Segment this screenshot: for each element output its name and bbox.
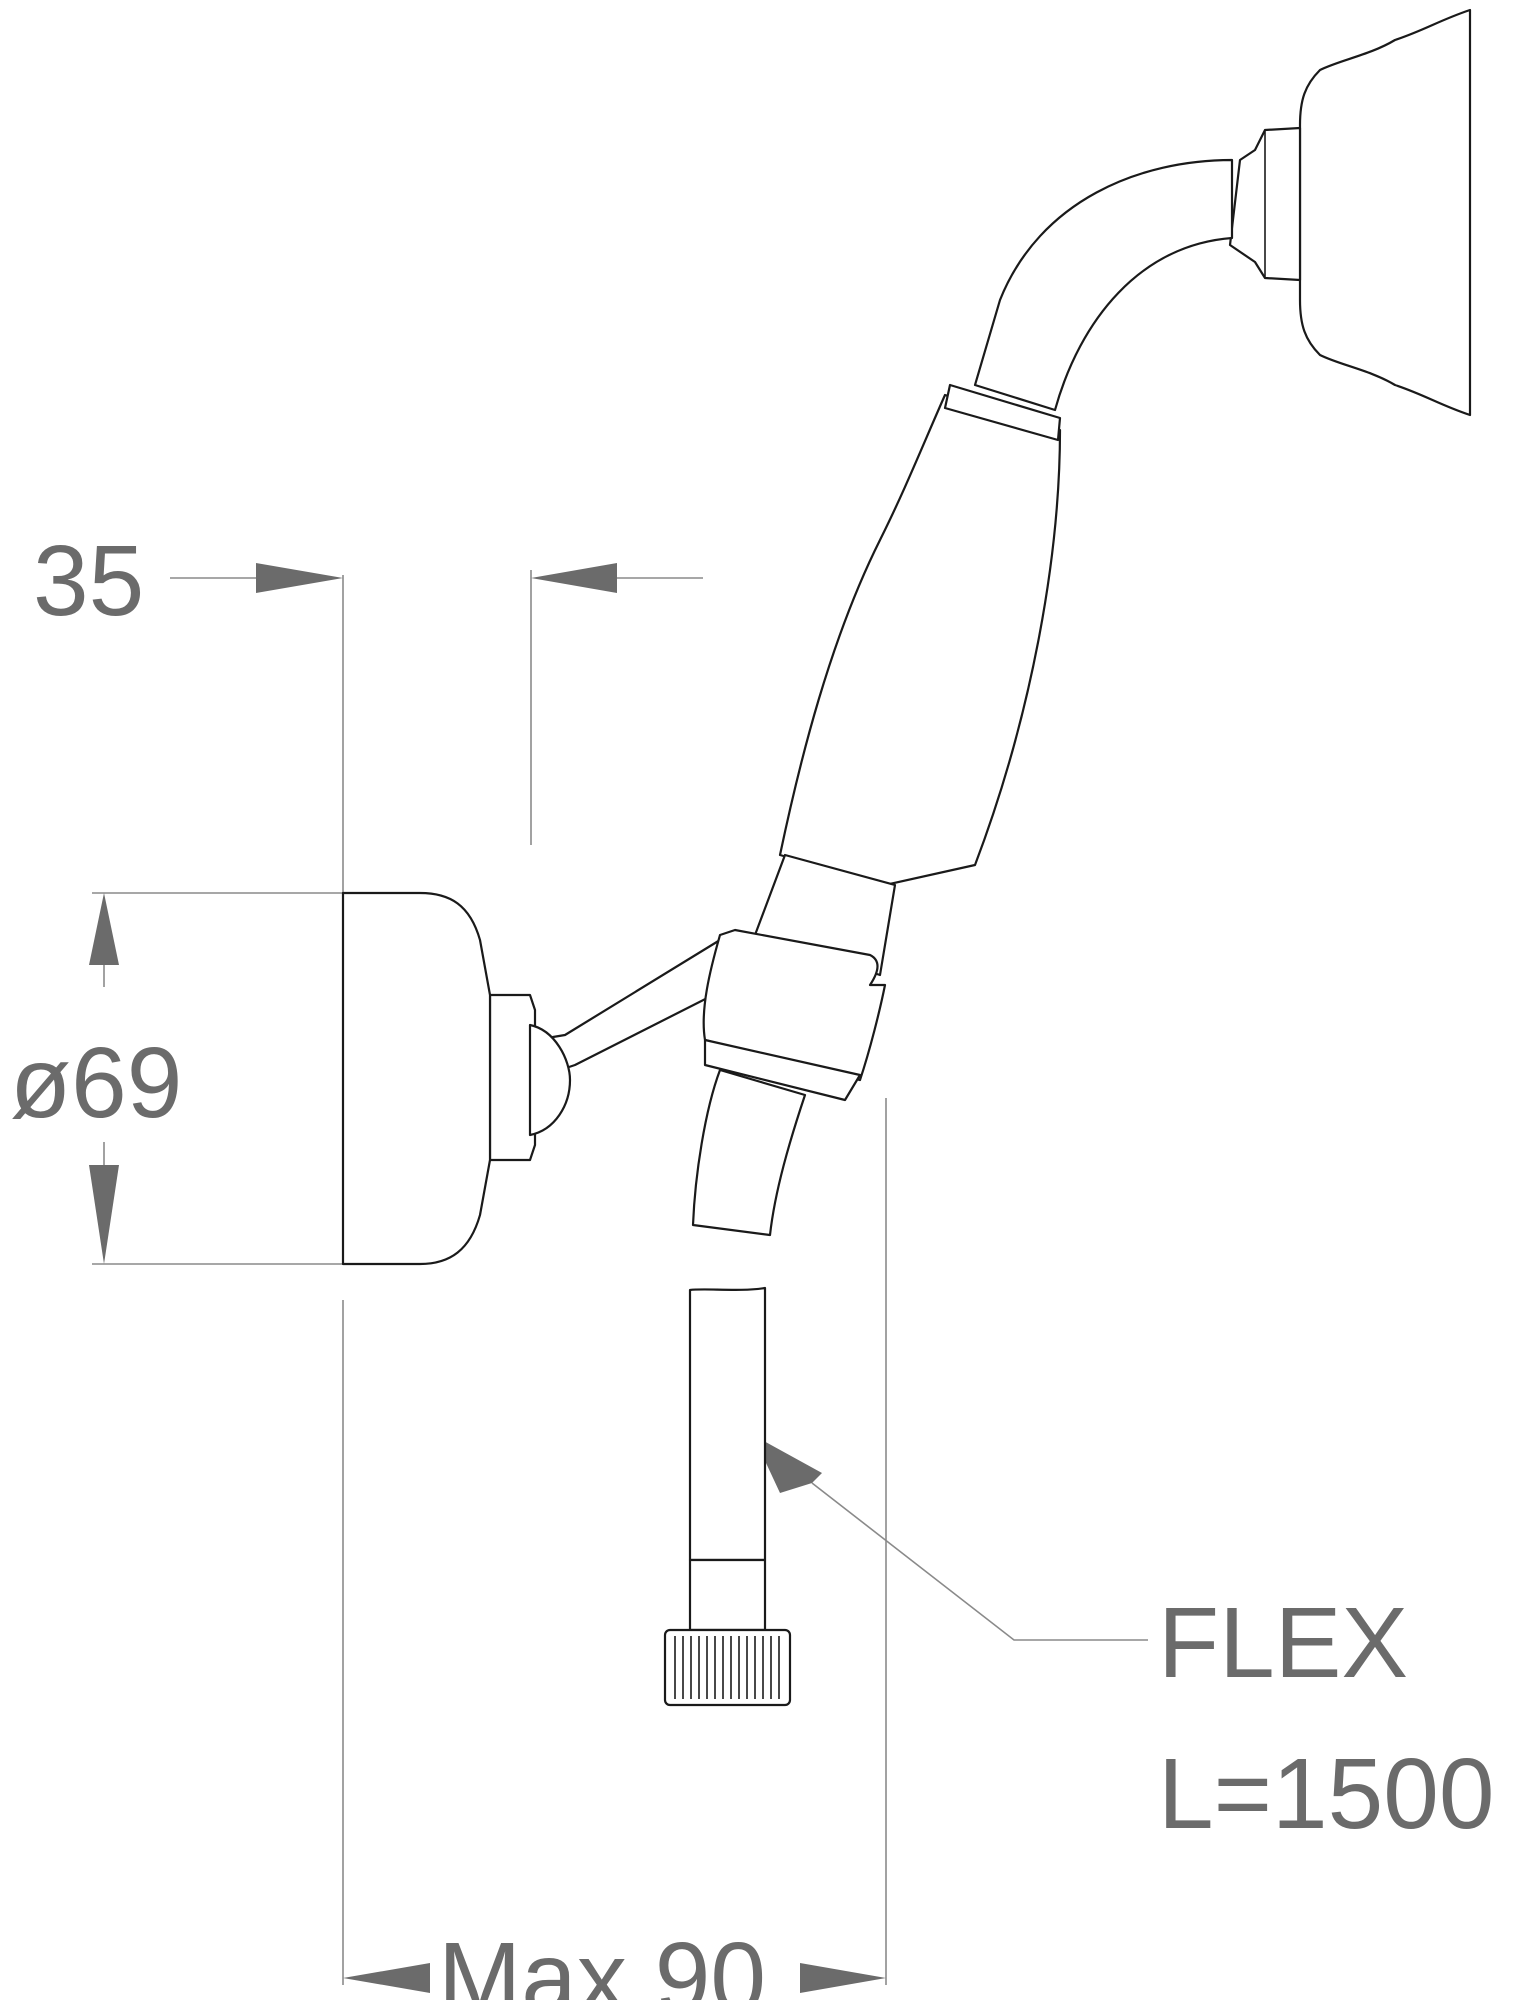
shower-head [1228, 8, 1472, 417]
holder-ring [702, 928, 887, 1082]
max-dimension-label: Max 90 [438, 1922, 766, 2000]
flex-callout-length: L=1500 [1158, 1738, 1494, 1850]
shower-handle [753, 383, 1062, 977]
extension-lines [92, 570, 1148, 1985]
shower-head-body [1298, 8, 1472, 417]
flex-callout-title: FLEX [1158, 1587, 1408, 1699]
holder-ring-lower [703, 1038, 862, 1102]
handle-body [778, 393, 1062, 887]
depth-dimension-label: 35 [33, 525, 144, 637]
diameter-arrow-up-icon [89, 893, 119, 965]
diameter-arrow-down-icon [89, 1165, 119, 1264]
dimension-arrows [89, 563, 886, 1993]
wall-flange-cap [528, 1023, 572, 1137]
hose-upper-segment [691, 1068, 807, 1237]
handle-collar [943, 383, 1062, 442]
hose-ferrule [688, 1558, 767, 1632]
max-arrow-right-icon [800, 1963, 886, 1993]
hose-nut-knurling [674, 1636, 780, 1699]
depth-arrow-right-icon [256, 563, 343, 593]
diameter-dimension-label: ø69 [10, 1027, 182, 1139]
hose-lower-segment [688, 1286, 767, 1562]
max-arrow-left-icon [343, 1963, 430, 1993]
hose-lower [663, 1286, 792, 1707]
shower-arm [973, 158, 1234, 412]
wall-mount-body [341, 891, 492, 1266]
wall-flange-ring [488, 993, 537, 1162]
flex-leader-line [811, 1482, 1148, 1641]
flex-leader-arrow-icon [753, 1435, 822, 1493]
holder-bracket [341, 891, 887, 1266]
hose-nut [663, 1628, 792, 1707]
depth-arrow-left-icon [531, 563, 617, 593]
